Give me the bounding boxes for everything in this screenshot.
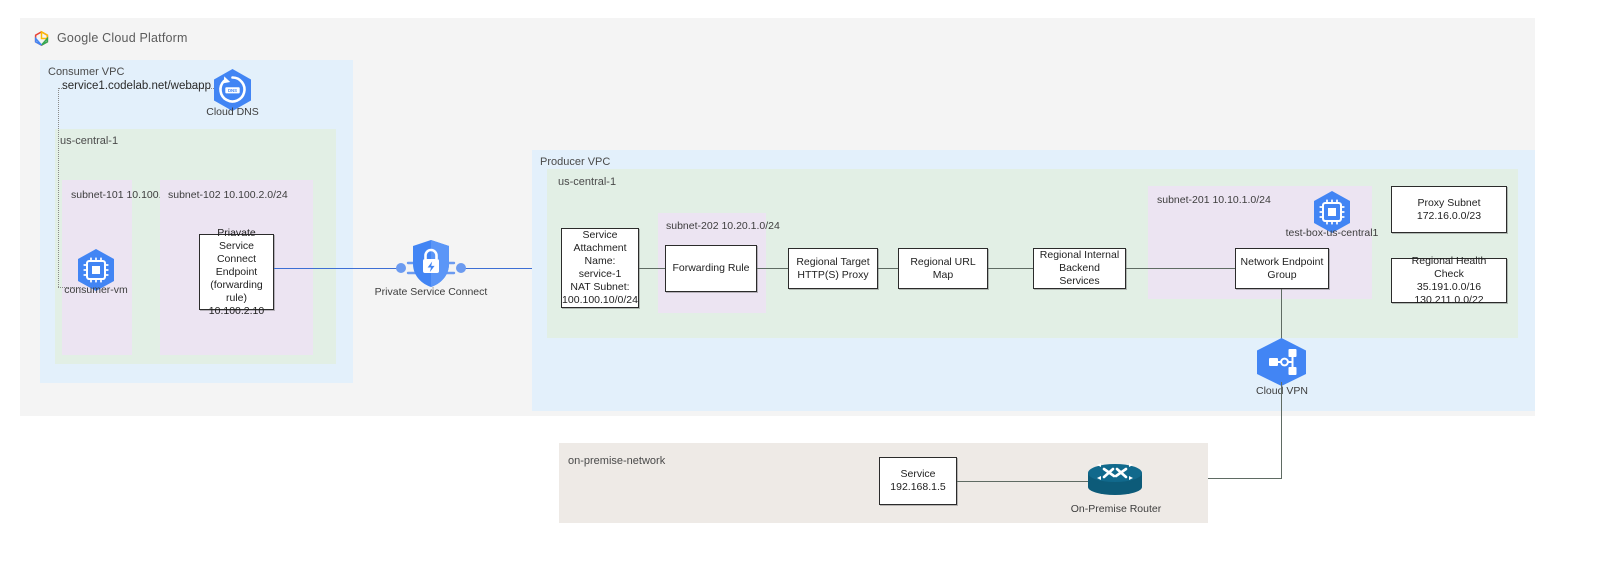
cloud-dns-icon: DNS (214, 69, 251, 111)
proxy-subnet-box[interactable]: Proxy Subnet 172.16.0.0/23 (1391, 186, 1507, 233)
dns-path-corner (58, 88, 64, 89)
compute-engine-vm-icon (78, 249, 114, 291)
regional-target-proxy-box[interactable]: Regional Target HTTP(S) Proxy (788, 248, 878, 289)
psc-endpoint-line3: (forwarding rule) (210, 278, 263, 304)
test-box-label: test-box-us-central1 (1285, 227, 1379, 239)
cloud-dns-label: Cloud DNS (200, 106, 265, 119)
dns-path-to-vm (58, 287, 81, 288)
on-premise-service-line2: 192.168.1.5 (890, 481, 946, 493)
private-service-connect-node[interactable] (395, 236, 467, 305)
google-cloud-hexagon-logo-icon (34, 30, 49, 46)
url-map-label: Regional URL Map (910, 255, 976, 281)
health-check-line2: 35.191.0.0/16 (1416, 280, 1482, 293)
compute-engine-vm-icon (1314, 191, 1350, 233)
cloud-dns-label-line2: DNS (236, 106, 259, 118)
subnet-202-cidr: 10.20.1.0/24 (721, 220, 780, 232)
link-service-to-router (957, 481, 1089, 483)
cloud-vpn-icon (1257, 338, 1306, 386)
on-premise-router-icon (1088, 463, 1142, 495)
proxy-subnet-line1: Proxy Subnet (1417, 196, 1481, 209)
service-attachment-line2: Attachment (573, 242, 627, 254)
health-check-line1: Regional Health Check (1411, 254, 1487, 280)
service-attachment-line3: Name: service-1 (578, 255, 622, 280)
consumer-vm-label: consumer-vm (64, 284, 128, 296)
target-proxy-line1: Regional Target (796, 255, 870, 268)
producer-vpc-label: Producer VPC (540, 156, 611, 168)
link-neg-to-vpn (1281, 289, 1283, 340)
service-attachment-line1: Service (582, 229, 618, 241)
test-box-vm-node[interactable] (1312, 190, 1352, 239)
link-urlmap-to-backend (988, 268, 1033, 270)
target-proxy-line2: HTTP(S) Proxy (797, 268, 869, 281)
psc-link-left (274, 268, 401, 270)
subnet-102-cidr: 10.100.2.0/24 (223, 189, 288, 201)
on-premise-network-label: on-premise-network (568, 455, 666, 467)
service-attachment-line5: 100.100.10/0/24 (562, 294, 638, 306)
on-premise-router-node[interactable] (1086, 461, 1144, 506)
on-premise-service-box[interactable]: Service 192.168.1.5 (879, 457, 957, 505)
on-premise-service-line1: Service (900, 468, 936, 480)
link-vpn-to-router (1146, 478, 1282, 480)
forwarding-rule-box[interactable]: Forwarding Rule (665, 245, 757, 292)
subnet-201-cidr: 10.10.1.0/24 (1212, 194, 1271, 206)
subnet-102-name: subnet-102 (168, 189, 221, 201)
backend-services-line2: Backend Services (1059, 262, 1100, 287)
gcp-brand-row: Google Cloud Platform (33, 28, 188, 48)
subnet-102-label: subnet-102 10.100.2.0/24 (168, 189, 288, 202)
regional-backend-services-box[interactable]: Regional Internal Backend Services (1033, 248, 1126, 289)
proxy-subnet-line2: 172.16.0.0/23 (1416, 209, 1482, 222)
link-fr-to-proxy (757, 268, 788, 270)
dns-path-to-dns (185, 88, 216, 89)
consumer-vpc-label: Consumer VPC (48, 66, 125, 78)
regional-url-map-box[interactable]: Regional URL Map (898, 248, 988, 289)
subnet-202-label: subnet-202 10.20.1.0/24 (666, 220, 780, 233)
link-vpn-down (1281, 382, 1283, 478)
link-sa-to-fr (639, 268, 665, 270)
private-service-connect-label: Private Service Connect (374, 286, 488, 298)
cloud-vpn-node[interactable] (1254, 337, 1309, 392)
cloud-dns-node[interactable]: DNS (212, 68, 253, 119)
svg-text:DNS: DNS (228, 88, 237, 93)
service-attachment-line4: NAT Subnet: (570, 281, 630, 293)
gcp-brand-title: Google Cloud Platform (57, 31, 188, 45)
health-check-line3: 130.211.0.0/22 (1414, 293, 1484, 306)
consumer-region-label: us-central-1 (60, 135, 119, 147)
consumer-vm-node[interactable] (76, 248, 116, 297)
link-proxy-to-urlmap (878, 268, 898, 270)
psc-endpoint-line4: 10.100.2.10 (208, 304, 265, 317)
psc-endpoint-line1: Priavate Service (217, 226, 256, 252)
producer-region-label: us-central-1 (558, 176, 617, 188)
forwarding-rule-label: Forwarding Rule (672, 262, 750, 274)
cloud-dns-label-line1: Cloud (206, 106, 234, 118)
backend-services-line1: Regional Internal (1039, 249, 1120, 261)
dns-record-label: service1.codelab.net/webapp (62, 80, 211, 92)
neg-line2: Group (1267, 268, 1297, 281)
psc-link-right (460, 268, 561, 270)
psc-endpoint-box[interactable]: Priavate Service Connect Endpoint (forwa… (199, 227, 274, 317)
subnet-101-name: subnet-101 (71, 189, 124, 201)
service-attachment-box[interactable]: Service Attachment Name: service-1 NAT S… (561, 228, 639, 308)
psc-endpoint-line2: Connect Endpoint (215, 252, 258, 278)
on-premise-router-label: On-Premise Router (1070, 503, 1162, 515)
link-backend-to-neg (1126, 268, 1235, 270)
subnet-202-name: subnet-202 (666, 220, 719, 232)
dns-path-vertical (58, 88, 59, 287)
private-service-connect-shield-icon (396, 240, 466, 287)
neg-line1: Network Endpoint (1240, 255, 1324, 268)
network-endpoint-group-box[interactable]: Network Endpoint Group (1235, 248, 1329, 289)
subnet-201-name: subnet-201 (1157, 194, 1210, 206)
regional-health-check-box[interactable]: Regional Health Check 35.191.0.0/16 130.… (1391, 254, 1507, 306)
subnet-201-label: subnet-201 10.10.1.0/24 (1157, 194, 1271, 207)
